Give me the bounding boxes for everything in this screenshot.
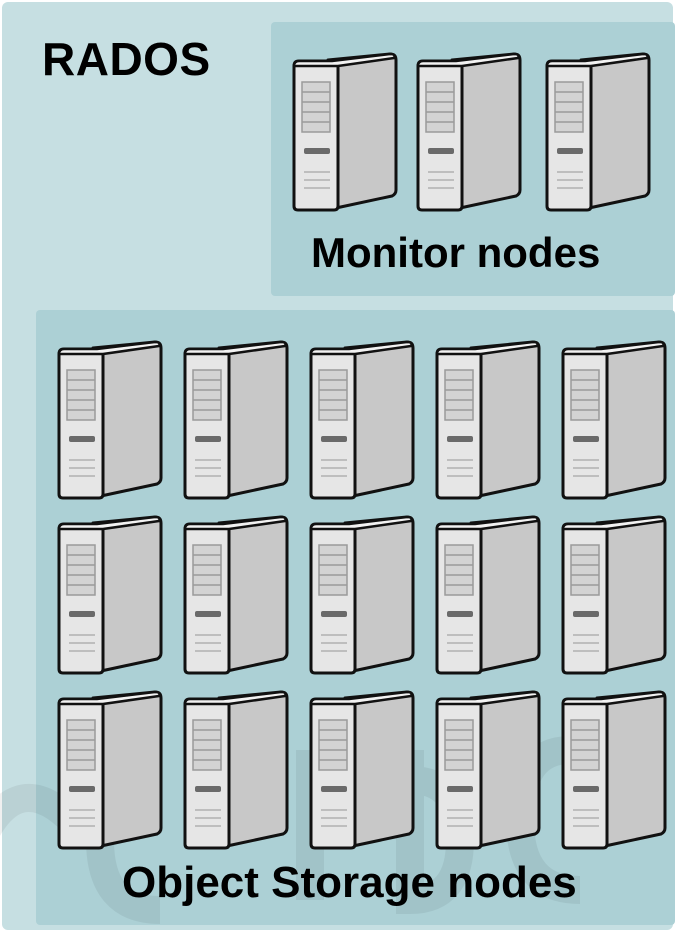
osd-server-icon [433,340,541,500]
osd-server-icon [181,690,289,850]
osd-server-icon [559,515,667,675]
osd-server-icon [433,515,541,675]
osd-server-icon [307,515,415,675]
monitor-nodes-label: Monitor nodes [311,229,601,276]
monitor-server-icon [414,52,522,212]
osd-server-icon [55,690,163,850]
osd-server-icon [181,515,289,675]
osd-server-icon [55,340,163,500]
osd-server-icon [559,340,667,500]
osd-server-icon [559,690,667,850]
object-storage-nodes-label: Object Storage nodes [122,858,577,907]
osd-server-icon [307,690,415,850]
monitor-server-icon [290,52,398,212]
rados-title: RADOS [42,33,211,85]
osd-server-icon [433,690,541,850]
monitor-server-icon [543,52,651,212]
osd-server-icon [181,340,289,500]
osd-server-icon [55,515,163,675]
osd-server-icon [307,340,415,500]
